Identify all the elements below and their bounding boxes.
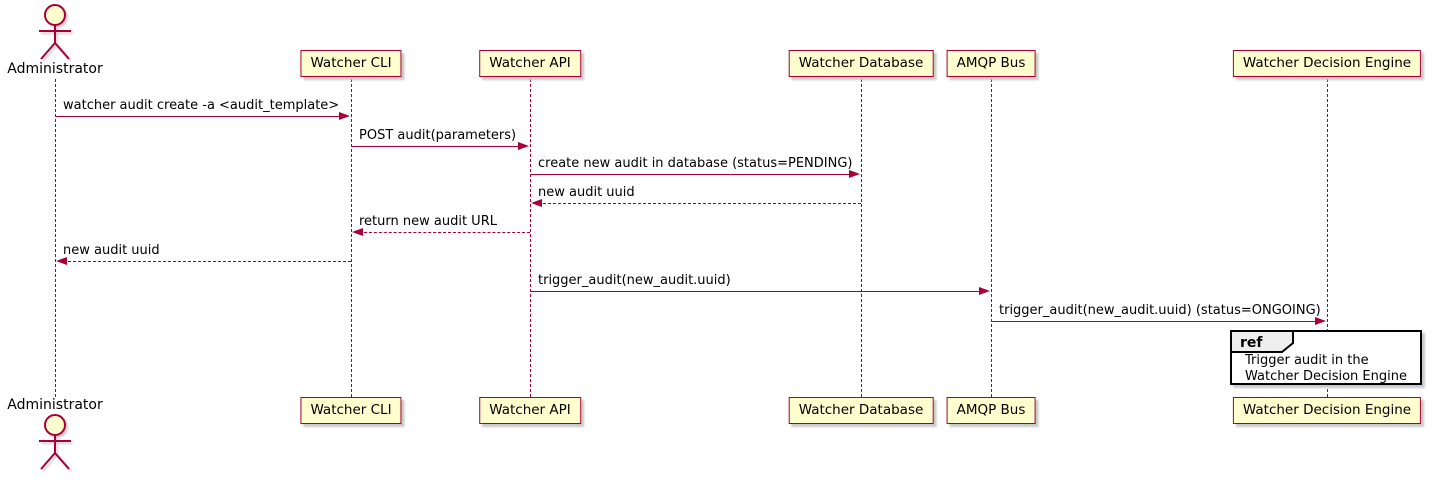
message-label-2: create new audit in database (status=PEN… xyxy=(538,156,853,171)
message-line-3 xyxy=(538,203,861,204)
lifeline-watcher-cli xyxy=(350,79,352,397)
participant-top-watcher-cli: Watcher CLI xyxy=(300,50,402,77)
message-arrowhead-5 xyxy=(56,257,67,265)
actor-stick-figure-icon xyxy=(39,4,71,60)
actor-stick-figure-icon xyxy=(39,414,71,470)
message-arrowhead-0 xyxy=(339,112,350,120)
message-label-1: POST audit(parameters) xyxy=(359,128,517,143)
ref-fragment-tab: ref xyxy=(1230,330,1294,353)
participant-bottom-watcher-database: Watcher Database xyxy=(788,397,934,424)
participant-top-watcher-decision-engine: Watcher Decision Engine xyxy=(1232,50,1422,77)
actor-administrator-bottom: Administrator xyxy=(0,397,115,471)
message-label-3: new audit uuid xyxy=(538,185,635,200)
message-line-0 xyxy=(55,116,343,117)
ref-fragment: ref Trigger audit in the Watcher Decisio… xyxy=(1230,330,1422,385)
message-line-6 xyxy=(530,291,983,292)
message-arrowhead-6 xyxy=(979,287,990,295)
lifeline-watcher-decision-engine xyxy=(1326,79,1328,397)
message-label-5: new audit uuid xyxy=(63,243,160,258)
participant-bottom-amqp-bus: AMQP Bus xyxy=(946,397,1036,424)
message-label-6: trigger_audit(new_audit.uuid) xyxy=(538,273,731,288)
lifeline-watcher-database xyxy=(860,79,862,397)
message-line-2 xyxy=(530,174,853,175)
message-line-5 xyxy=(63,261,351,262)
message-arrowhead-7 xyxy=(1315,317,1326,325)
ref-fragment-text: Trigger audit in the Watcher Decision En… xyxy=(1245,353,1407,385)
participant-top-amqp-bus: AMQP Bus xyxy=(946,50,1036,77)
message-label-4: return new audit URL xyxy=(359,214,497,229)
lifeline-administrator xyxy=(54,79,56,397)
participant-bottom-watcher-decision-engine: Watcher Decision Engine xyxy=(1232,397,1422,424)
actor-label: Administrator xyxy=(7,61,103,77)
participant-bottom-watcher-api: Watcher API xyxy=(479,397,581,424)
ref-fragment-line: Watcher Decision Engine xyxy=(1245,369,1407,384)
message-line-4 xyxy=(359,232,530,233)
message-line-7 xyxy=(991,321,1319,322)
message-arrowhead-3 xyxy=(531,199,542,207)
message-label-7: trigger_audit(new_audit.uuid) (status=ON… xyxy=(999,303,1321,318)
participant-top-watcher-api: Watcher API xyxy=(479,50,581,77)
message-arrowhead-4 xyxy=(352,228,363,236)
ref-fragment-line: Trigger audit in the xyxy=(1245,353,1369,368)
message-arrowhead-1 xyxy=(518,142,529,150)
actor-administrator-top: Administrator xyxy=(0,3,115,77)
message-arrowhead-2 xyxy=(849,170,860,178)
message-line-1 xyxy=(351,146,522,147)
message-label-0: watcher audit create -a <audit_template> xyxy=(63,98,340,113)
lifeline-amqp-bus xyxy=(990,79,992,397)
participant-top-watcher-database: Watcher Database xyxy=(788,50,934,77)
svg-text:ref: ref xyxy=(1240,335,1263,351)
actor-label: Administrator xyxy=(7,397,103,413)
participant-bottom-watcher-cli: Watcher CLI xyxy=(300,397,402,424)
lifeline-watcher-api xyxy=(529,79,531,397)
